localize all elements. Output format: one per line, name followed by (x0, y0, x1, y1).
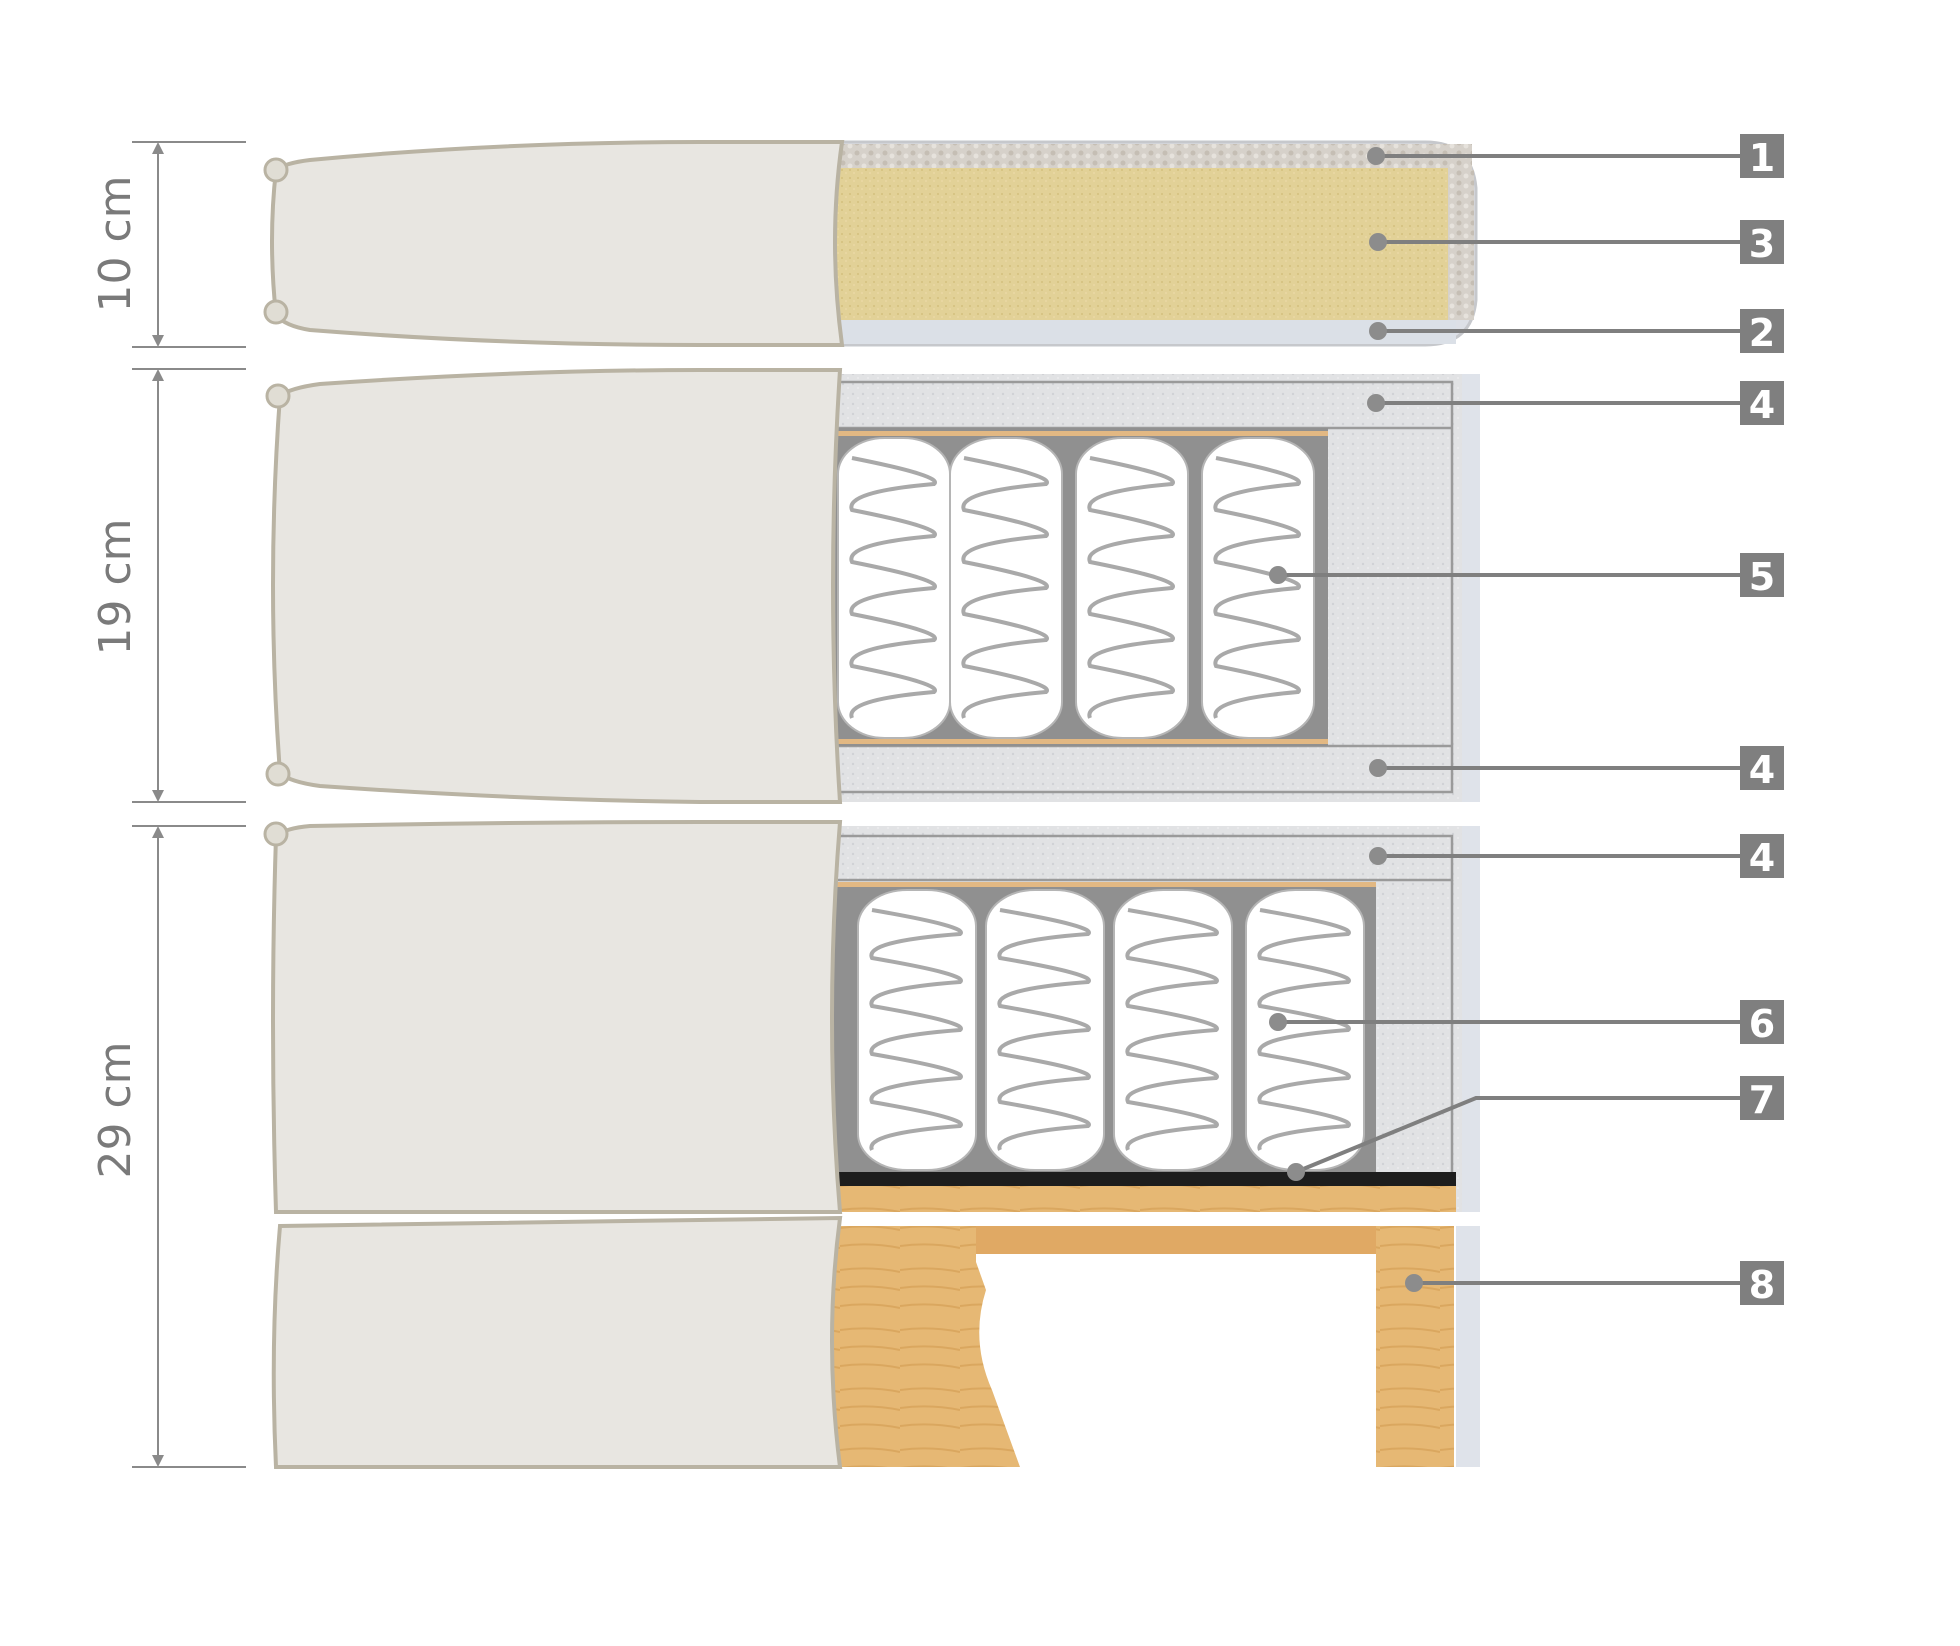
boxspring-layer (263, 820, 1480, 1214)
callout-badge-6 (1740, 1000, 1784, 1044)
mattress-fabric-cover (271, 368, 843, 804)
callout-group: 1 3 2 4 5 (1269, 134, 1784, 1307)
callout-badge-4c (1740, 834, 1784, 878)
wooden-base-front (832, 1226, 1020, 1467)
dimension-label-29cm: 29 cm (90, 1041, 141, 1178)
base-fabric-cover (271, 1215, 843, 1469)
callout-label-2: 2 (1749, 311, 1775, 355)
boxspring-fabric-cover (271, 820, 843, 1214)
boxspring-spring-coil-4 (1257, 908, 1351, 1151)
topper-piping-top (263, 157, 289, 183)
mattress-pocket-springs (837, 437, 1315, 739)
callout-label-5: 5 (1749, 555, 1775, 599)
callout-badge-4a (1740, 381, 1784, 425)
topper-fiber-layer (836, 144, 1472, 170)
boxspring-piping-top (263, 821, 289, 847)
wooden-foot (1376, 1226, 1454, 1467)
mattress-layer (265, 368, 1480, 804)
callout-badge-1 (1740, 134, 1784, 178)
callout-6: 6 (1269, 1000, 1784, 1046)
mattress-spring-coil-4 (1213, 456, 1301, 719)
callout-1: 1 (1367, 134, 1784, 180)
callout-label-7: 7 (1749, 1078, 1775, 1122)
callout-8: 8 (1405, 1261, 1784, 1307)
callout-label-1: 1 (1749, 136, 1775, 180)
callout-badge-4b (1740, 746, 1784, 790)
boxspring-spring-coil-3 (1125, 908, 1219, 1151)
callout-label-3: 3 (1749, 222, 1775, 266)
black-separation-layer (836, 1172, 1456, 1186)
callout-badge-5 (1740, 553, 1784, 597)
callout-badge-8 (1740, 1261, 1784, 1305)
mattress-piping-top (265, 383, 291, 409)
callout-badge-3 (1740, 220, 1784, 264)
callout-label-4c: 4 (1749, 836, 1775, 880)
callout-7: 7 (1287, 1076, 1784, 1181)
boxspring-pocket-springs (857, 889, 1365, 1171)
callout-badge-7 (1740, 1076, 1784, 1120)
callout-4-boxspring-top: 4 (1369, 834, 1784, 880)
wooden-crossbar (976, 1226, 1376, 1254)
dimension-label-19cm: 19 cm (90, 518, 141, 655)
callout-badge-2 (1740, 309, 1784, 353)
mattress-spring-coil-3 (1087, 456, 1175, 719)
callout-4-mattress-bottom: 4 (1369, 746, 1784, 792)
wooden-frame-top (836, 1186, 1456, 1212)
callout-label-4a: 4 (1749, 383, 1775, 427)
dimension-29cm: 29 cm (90, 825, 246, 1468)
topper-fabric-cover (270, 140, 845, 347)
mattress-spring-coil-1 (849, 456, 937, 719)
boxspring-spring-coil-1 (869, 908, 963, 1151)
base-frame (271, 1215, 1480, 1469)
topper-layer (263, 140, 1478, 347)
callout-label-8: 8 (1749, 1263, 1775, 1307)
callout-5: 5 (1269, 553, 1784, 599)
boxspring-spring-coil-2 (997, 908, 1091, 1151)
callout-4-mattress-top: 4 (1367, 381, 1784, 427)
callout-3: 3 (1369, 220, 1784, 266)
topper-piping-bottom (263, 299, 289, 325)
mattress-spring-coil-2 (961, 456, 1049, 719)
topper-wool-layer (836, 320, 1456, 344)
dimension-label-10cm: 10 cm (90, 175, 141, 312)
callout-label-6: 6 (1749, 1002, 1775, 1046)
dimension-19cm: 19 cm (90, 368, 246, 803)
comfort-foam-core (832, 168, 1448, 320)
callout-label-4b: 4 (1749, 748, 1775, 792)
mattress-piping-bottom (265, 761, 291, 787)
dimension-10cm: 10 cm (90, 141, 246, 348)
callout-2: 2 (1369, 309, 1784, 355)
